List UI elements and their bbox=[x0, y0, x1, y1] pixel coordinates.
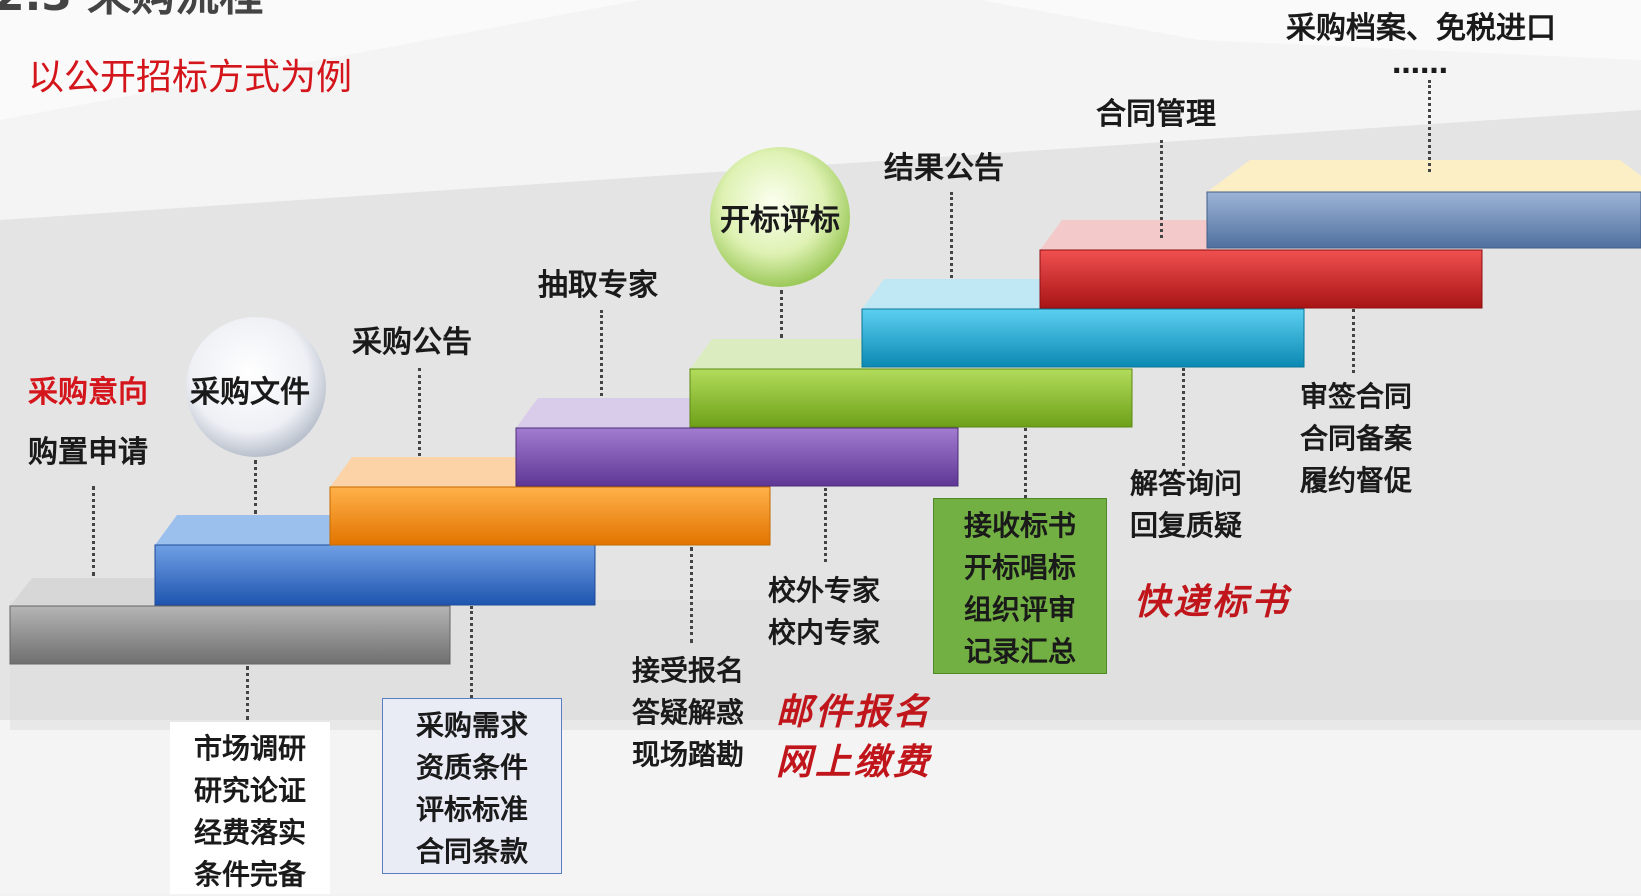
page-subtitle: 以公开招标方式为例 bbox=[28, 57, 353, 98]
connector-step-8-up bbox=[1428, 80, 1431, 172]
list-item: 记录汇总 bbox=[963, 635, 1076, 668]
step-3-handwritten-1: 邮件报名 bbox=[776, 691, 933, 733]
step-8-top bbox=[1207, 160, 1641, 192]
step-5-handwritten: 快递标书 bbox=[1134, 581, 1291, 623]
step-8-label: 采购档案、免税进口 bbox=[1286, 11, 1556, 46]
step-7-top bbox=[1040, 220, 1210, 250]
list-item: 校内专家 bbox=[768, 616, 881, 649]
list-item: 接收标书 bbox=[963, 509, 1076, 542]
connector-step-7-up bbox=[1160, 140, 1163, 238]
step-3-label: 采购公告 bbox=[352, 325, 472, 360]
circle-step-2 bbox=[186, 317, 326, 457]
step-3-details: 接受报名 答疑解惑 现场踏勘 bbox=[632, 650, 744, 776]
page-title: 2.3 采购流程 bbox=[0, 0, 263, 18]
step-2-label: 采购文件 bbox=[190, 375, 310, 410]
step-8-ellipsis: …… bbox=[1392, 47, 1448, 80]
step-7-label: 合同管理 bbox=[1096, 97, 1216, 132]
connector-step-3-down bbox=[690, 547, 693, 643]
connector-step-6-down bbox=[1182, 368, 1185, 466]
list-item: 审签合同 bbox=[1300, 380, 1413, 413]
step-1-details-box: 市场调研 研究论证 经费落实 条件完备 bbox=[170, 722, 330, 894]
step-4-top bbox=[516, 398, 700, 428]
step-2-details-box: 采购需求 资质条件 评标标准 合同条款 bbox=[382, 698, 562, 874]
step-2-top bbox=[155, 515, 340, 545]
step-5-details-box: 接收标书 开标唱标 组织评审 记录汇总 bbox=[933, 498, 1107, 674]
list-item: 回复质疑 bbox=[1130, 509, 1243, 542]
list-item: 条件完备 bbox=[193, 858, 306, 891]
connector-step-6-up bbox=[950, 192, 953, 278]
list-item: 采购需求 bbox=[415, 709, 528, 742]
step-4-label: 抽取专家 bbox=[538, 268, 658, 303]
step-1-block bbox=[9, 605, 451, 665]
step-3-handwritten-2: 网上缴费 bbox=[776, 741, 933, 783]
step-1-top bbox=[10, 578, 160, 606]
step-7-details: 审签合同 合同备案 履约督促 bbox=[1300, 376, 1412, 502]
connector-step-5-up bbox=[780, 290, 783, 338]
connector-step-4-up bbox=[600, 310, 603, 396]
step-5-top bbox=[690, 339, 870, 369]
connector-step-3-up bbox=[418, 368, 421, 456]
list-item: 履约督促 bbox=[1300, 464, 1413, 497]
step-2-block bbox=[154, 544, 596, 606]
step-7-block bbox=[1039, 249, 1483, 309]
list-item: 合同条款 bbox=[415, 835, 528, 868]
connector-step-1-down bbox=[246, 666, 249, 720]
step-4-block bbox=[515, 427, 959, 487]
connector-step-2-up bbox=[254, 460, 257, 514]
list-item: 接受报名 bbox=[632, 654, 745, 687]
connector-step-7-down bbox=[1352, 309, 1355, 373]
circle-step-5 bbox=[710, 147, 850, 287]
list-item: 市场调研 bbox=[193, 732, 306, 765]
list-item: 现场踏勘 bbox=[632, 738, 745, 771]
list-item: 合同备案 bbox=[1300, 422, 1413, 455]
step-8-block bbox=[1206, 191, 1641, 249]
step-4-details: 校外专家 校内专家 bbox=[768, 570, 880, 654]
step-3-top bbox=[330, 457, 520, 487]
step-6-label: 结果公告 bbox=[884, 151, 1004, 186]
list-item: 评标标准 bbox=[415, 793, 528, 826]
connector-step-4-down bbox=[824, 488, 827, 562]
step-5-block bbox=[689, 368, 1133, 428]
list-item: 研究论证 bbox=[193, 774, 306, 807]
step-5-label: 开标评标 bbox=[720, 203, 840, 238]
list-item: 经费落实 bbox=[193, 816, 306, 849]
list-item: 校外专家 bbox=[768, 574, 881, 607]
connector-step-2-down bbox=[470, 606, 473, 698]
step-6-details: 解答询问 回复质疑 bbox=[1130, 463, 1242, 547]
list-item: 答疑解惑 bbox=[632, 696, 745, 729]
step-6-top bbox=[862, 279, 1045, 309]
list-item: 资质条件 bbox=[415, 751, 528, 784]
step-1-sub-label: 购置申请 bbox=[28, 435, 148, 470]
step-3-block bbox=[329, 486, 771, 546]
list-item: 解答询问 bbox=[1130, 467, 1243, 500]
step-6-block bbox=[861, 308, 1305, 368]
connector-step-1-up bbox=[92, 486, 95, 576]
list-item: 组织评审 bbox=[963, 593, 1076, 626]
step-1-label: 采购意向 bbox=[28, 375, 148, 410]
connector-step-5-down bbox=[1024, 428, 1027, 498]
list-item: 开标唱标 bbox=[963, 551, 1076, 584]
